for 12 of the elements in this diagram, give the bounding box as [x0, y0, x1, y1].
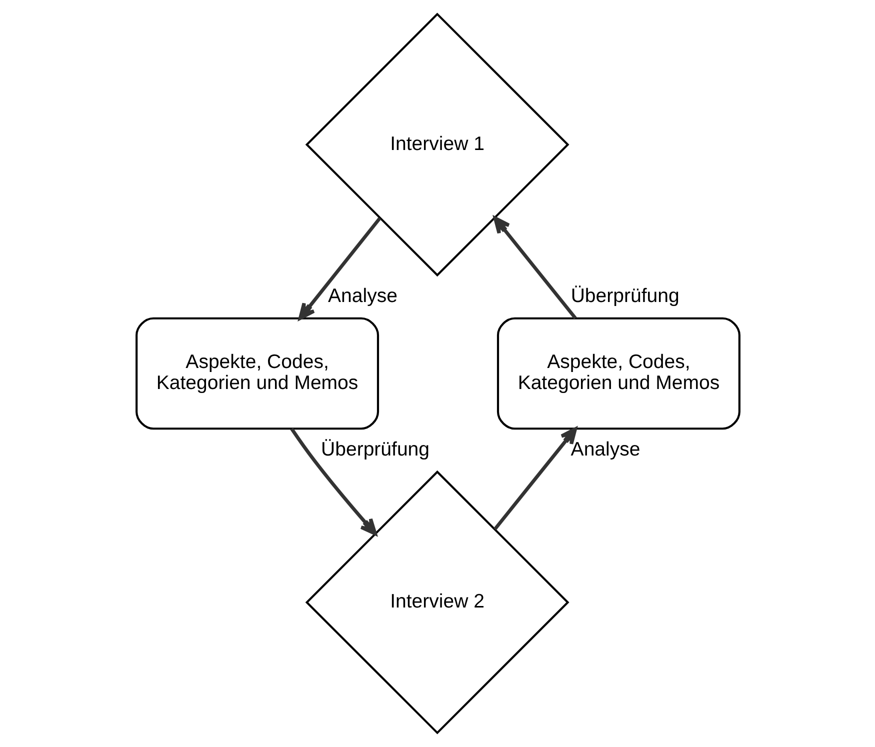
arrow: [492, 216, 576, 320]
arrow: [290, 428, 376, 536]
edge-label: Analyse: [570, 438, 640, 460]
edge-label: Analyse: [328, 284, 397, 307]
arrow: [492, 427, 576, 530]
edge-label: Überprüfung: [570, 284, 679, 307]
node-diamond: Interview 1: [304, 12, 569, 277]
edge-label: Überprüfung: [320, 438, 430, 460]
node-box: Aspekte, Codes, Kategorien und Memos: [135, 317, 379, 430]
node-diamond: Interview 2: [304, 470, 569, 734]
arrow: [298, 217, 381, 320]
node-box: Aspekte, Codes, Kategorien und Memos: [496, 317, 740, 430]
